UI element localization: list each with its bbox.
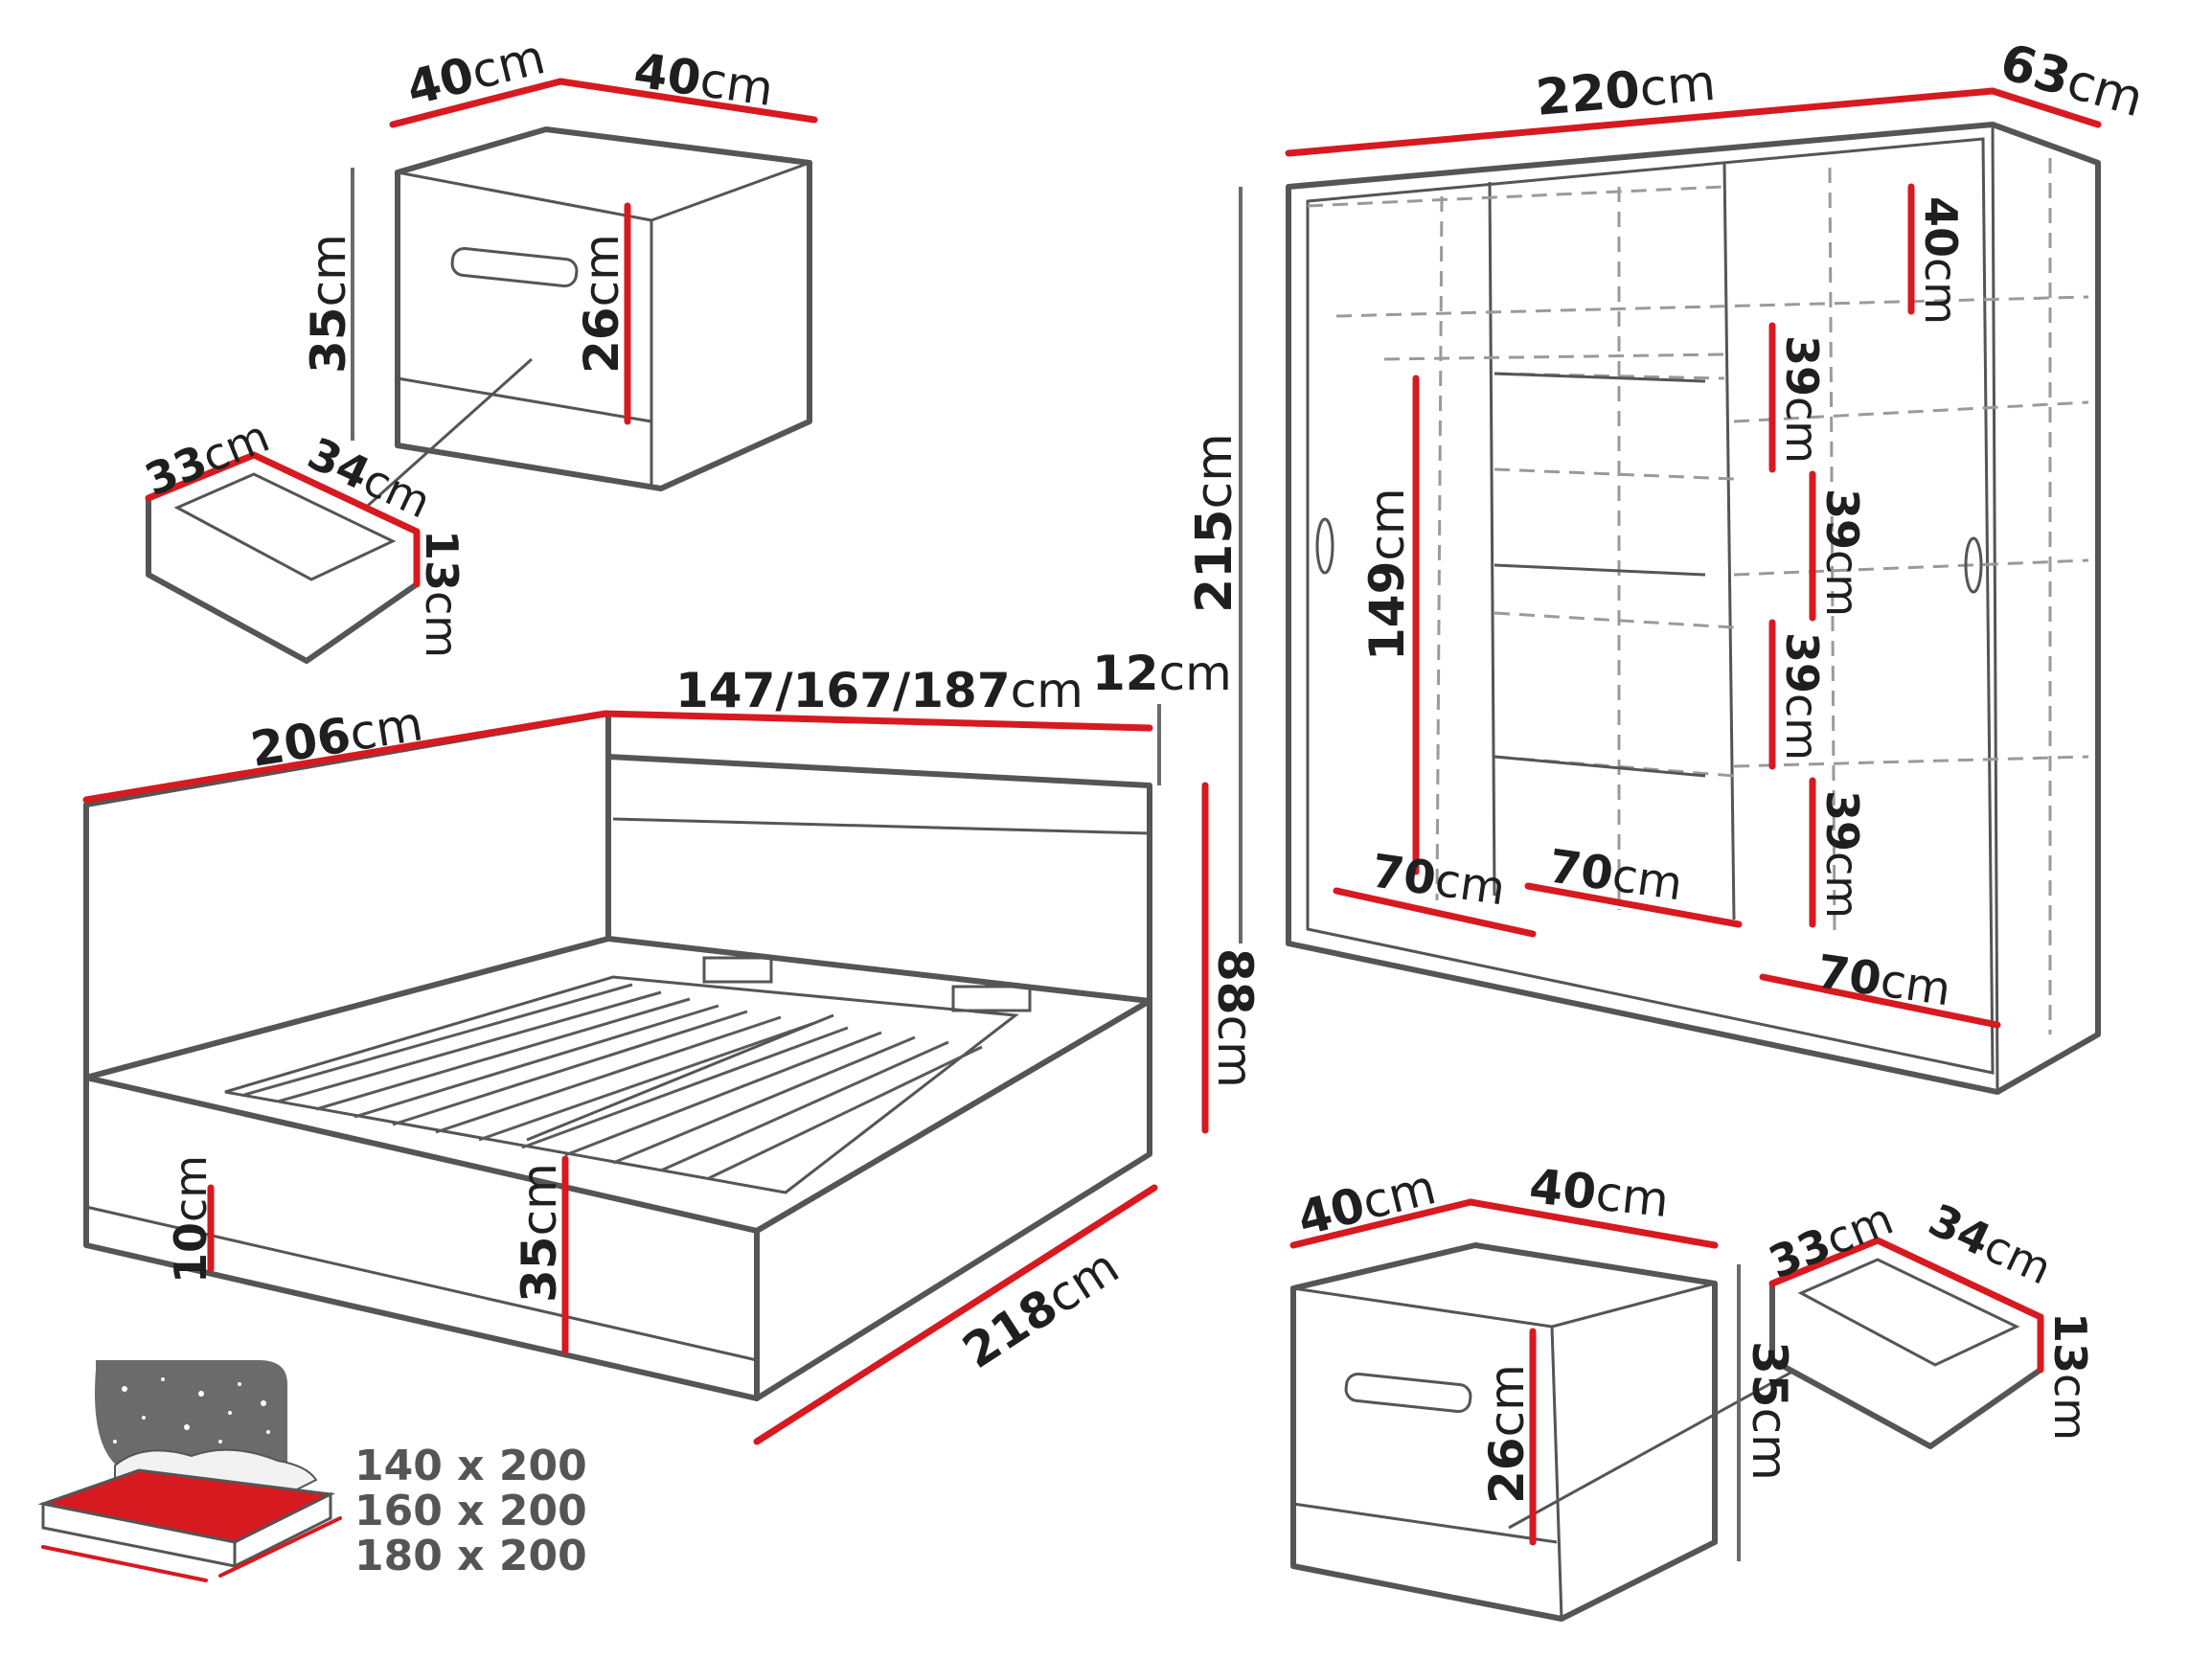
wardrobe-width-label: 220cm [1534, 55, 1718, 127]
nightstand-top-drawer-height-label: 13cm [416, 530, 467, 658]
wardrobe-section-1-width-label: 70cm [1368, 844, 1508, 916]
nightstand-bottom-drawer-height-label: 13cm [2044, 1312, 2096, 1441]
bed-mattress-width-label: 147/167/187cm [675, 663, 1083, 718]
bed [82, 704, 1209, 1445]
wardrobe-top-shelf-label: 40cm [1915, 196, 1967, 325]
bed-headboard-height-label: 88cm [1207, 948, 1263, 1088]
nightstand-bottom-front-height-label: 26cm [1479, 1364, 1535, 1504]
nightstand-top-drawer [145, 451, 421, 664]
wardrobe-shelf-gap-1-label: 39cm [1776, 335, 1828, 464]
nightstand-bottom-height-label: 35cm [1742, 1341, 1797, 1481]
nightstand-top-height-label: 35cm [301, 234, 356, 374]
mattress-size-2: 160 x 200 [354, 1487, 587, 1535]
nightstand-top-front-height-label: 26cm [574, 234, 629, 374]
wardrobe-hanging-height-label: 149cm [1359, 488, 1415, 661]
nightstand-bottom-depth-label: 40cm [1292, 1159, 1441, 1247]
mattress-icon [37, 1360, 342, 1582]
nightstand-top [306, 78, 818, 562]
wardrobe-height-label: 215cm [1186, 433, 1243, 613]
mattress-size-1: 140 x 200 [354, 1442, 587, 1490]
nightstand-bottom-drawer [1768, 1237, 2044, 1449]
wardrobe [1239, 87, 2102, 1095]
bed-frame-height-label: 35cm [512, 1163, 567, 1303]
nightstand-bottom [1289, 1198, 1840, 1622]
bed-leg-height-label: 10cm [165, 1155, 217, 1284]
wardrobe-shelf-gap-2-label: 39cm [1816, 489, 1868, 617]
wardrobe-shelf-gap-3-label: 39cm [1776, 632, 1828, 761]
wardrobe-section-3-width-label: 70cm [1813, 944, 1953, 1016]
nightstand-top-width-label: 40cm [630, 42, 776, 117]
mattress-size-3: 180 x 200 [354, 1532, 587, 1580]
nightstand-bottom-width-label: 40cm [1527, 1158, 1672, 1228]
wardrobe-shelf-gap-4-label: 39cm [1816, 790, 1868, 919]
starry-night-icon [113, 1377, 270, 1443]
bed-headboard-thickness-label: 12cm [1092, 646, 1232, 701]
wardrobe-section-2-width-label: 70cm [1545, 839, 1685, 911]
bed-slats [224, 956, 1032, 1194]
